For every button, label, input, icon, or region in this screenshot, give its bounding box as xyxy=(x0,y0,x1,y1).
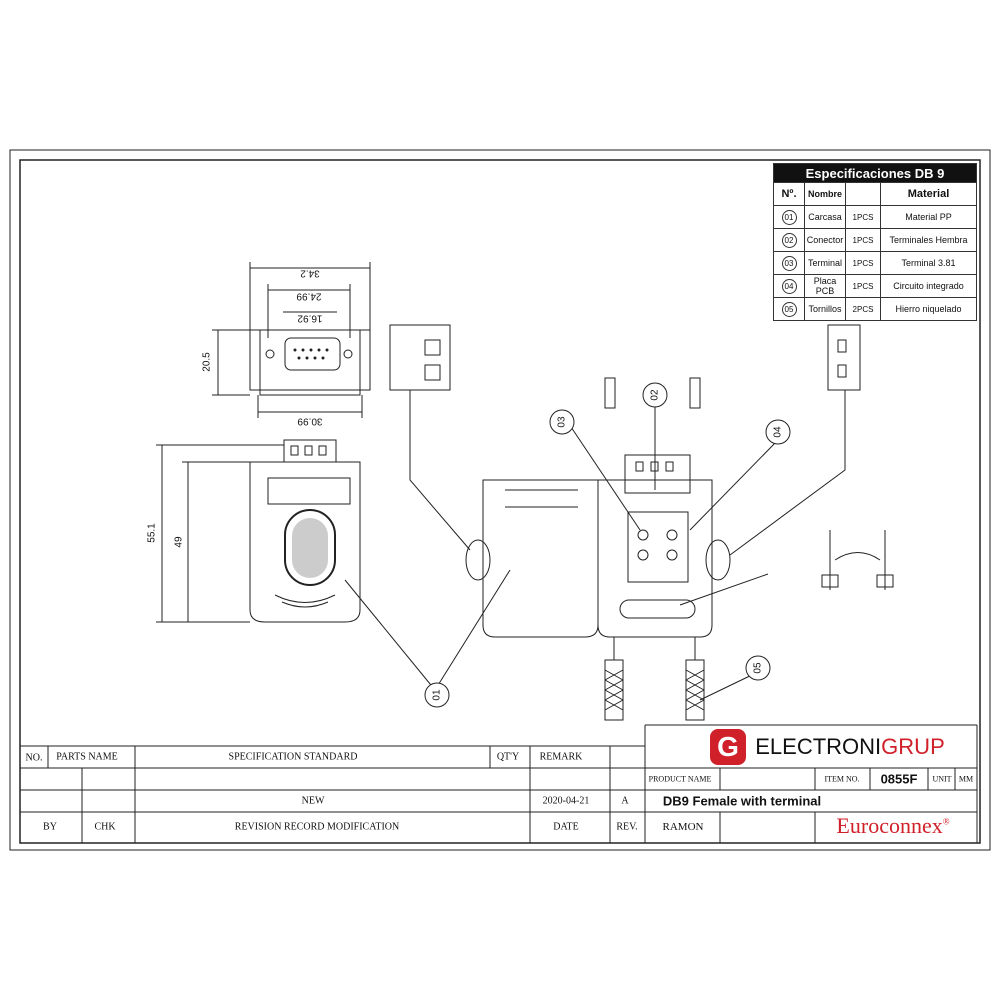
dim-24-99: 24.99 xyxy=(296,290,322,302)
brand-logo-icon xyxy=(710,729,746,765)
modification-value: NEW xyxy=(301,795,325,807)
row-material: Terminal 3.81 xyxy=(880,251,977,275)
brand-name: ELECTRONIGRUP xyxy=(755,734,944,760)
row-qty: 1PCS xyxy=(845,274,881,298)
label-spec-standard: SPECIFICATION STANDARD xyxy=(228,751,358,763)
row-material: Circuito integrado xyxy=(880,274,977,298)
date-value: 2020-04-21 xyxy=(542,795,590,807)
row-material: Material PP xyxy=(880,205,977,229)
spec-table-title: Especificaciones DB 9 xyxy=(773,163,977,183)
header-nombre: Nombre xyxy=(804,182,846,206)
dim-30-99: 30.99 xyxy=(297,415,323,427)
logo-letter: G xyxy=(717,731,739,762)
dim-49: 49 xyxy=(173,536,185,548)
label-remark: REMARK xyxy=(539,751,583,763)
row-material: Hierro niquelado xyxy=(880,297,977,321)
product-name: DB9 Female with terminal xyxy=(662,793,822,809)
row-no: 04 xyxy=(781,278,797,294)
exploded-view xyxy=(344,324,894,721)
balloon-01: 01 xyxy=(431,689,443,701)
row-name: Carcasa xyxy=(804,205,846,229)
header-no: Nº. xyxy=(773,182,805,206)
brand-left: ELECTRONI xyxy=(755,734,882,759)
row-material: Terminales Hembra xyxy=(880,228,977,252)
brand-right: GRUP xyxy=(881,734,945,759)
header-qty xyxy=(845,182,881,206)
unit-value: MM xyxy=(958,774,974,784)
row-qty: 2PCS xyxy=(845,297,881,321)
label-product-name: PRODUCT NAME xyxy=(648,774,712,784)
row-name: Tornillos xyxy=(804,297,846,321)
rev-value: A xyxy=(621,795,629,807)
reg-mark: ® xyxy=(942,816,950,827)
row-no: 03 xyxy=(781,255,797,271)
spec-table: Especificaciones DB 9 Nº. Nombre Materia… xyxy=(773,163,977,321)
label-chk: CHK xyxy=(94,821,116,833)
row-qty: 1PCS xyxy=(845,205,881,229)
row-no: 02 xyxy=(781,232,797,248)
dim-20-5: 20.5 xyxy=(201,352,213,372)
drawn-by: RAMON xyxy=(662,821,704,833)
label-revision-record: REVISION RECORD MODIFICATION xyxy=(234,821,400,833)
row-no: 05 xyxy=(781,301,797,317)
label-qty: QT'Y xyxy=(496,751,520,763)
balloon-05: 05 xyxy=(752,662,764,674)
header-material: Material xyxy=(880,182,977,206)
inner-frame xyxy=(19,159,981,844)
label-rev: REV. xyxy=(616,821,638,833)
brand2: Euroconnex xyxy=(836,813,943,838)
label-no: NO. xyxy=(25,752,43,764)
row-name: Terminal xyxy=(804,251,846,275)
label-parts-name: PARTS NAME xyxy=(56,751,118,763)
dim-34-2: 34.2 xyxy=(300,267,320,279)
label-date: DATE xyxy=(553,821,579,833)
row-no: 01 xyxy=(781,209,797,225)
front-view xyxy=(156,439,361,623)
revision-block-lines xyxy=(20,724,978,843)
row-name: Placa PCB xyxy=(804,274,846,298)
row-qty: 1PCS xyxy=(845,228,881,252)
balloon-04: 04 xyxy=(772,426,784,438)
dim-16-92: 16.92 xyxy=(297,312,323,324)
top-view xyxy=(212,262,371,418)
label-item-no: ITEM NO. xyxy=(824,774,860,784)
row-qty: 1PCS xyxy=(845,251,881,275)
balloon-03: 03 xyxy=(556,416,568,428)
balloon-02: 02 xyxy=(649,389,661,401)
row-name: Conector xyxy=(804,228,846,252)
item-no: 0855F xyxy=(880,771,918,787)
label-unit: UNIT xyxy=(932,774,952,784)
euroconnex-logo: Euroconnex® xyxy=(836,813,949,839)
label-by: BY xyxy=(43,821,57,833)
dim-55-1: 55.1 xyxy=(146,523,158,543)
outer-frame xyxy=(9,149,991,851)
